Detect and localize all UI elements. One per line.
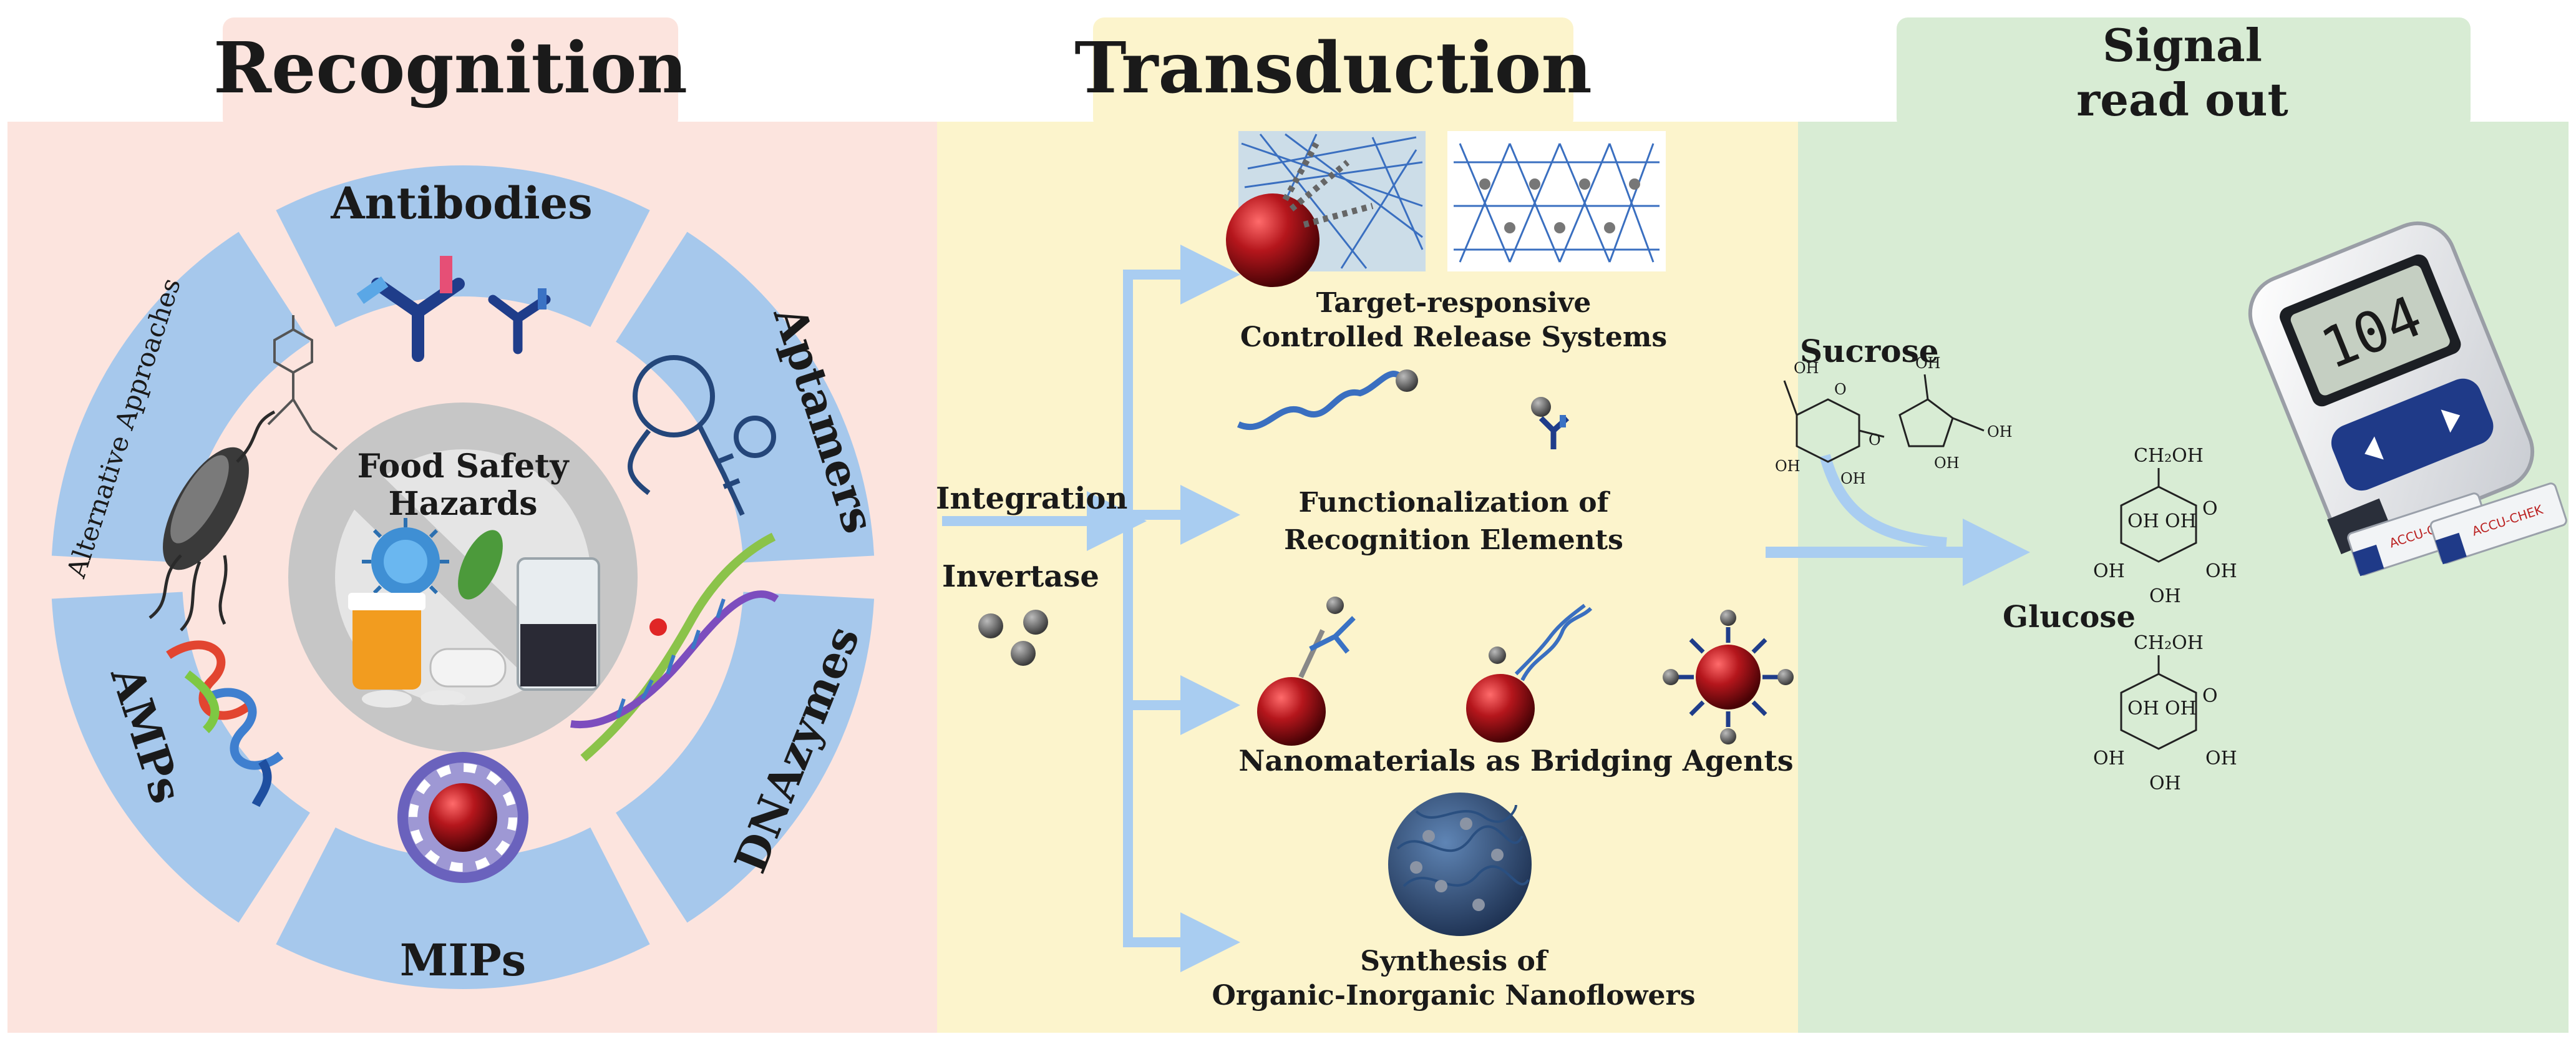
amp-helix-icon xyxy=(166,640,284,807)
svg-text:OH: OH xyxy=(2165,698,2197,720)
transduction-arrows xyxy=(942,245,1240,972)
ring-segment-dnazymes xyxy=(616,592,875,923)
readout-header-tab xyxy=(1897,17,2471,130)
svg-text:O: O xyxy=(2202,685,2218,707)
invertase-label: Invertase xyxy=(942,559,1099,594)
svg-text:OH: OH xyxy=(1915,354,1941,372)
transduction-panel: Transduction xyxy=(937,17,1798,1033)
transduction-header: Transduction xyxy=(1074,27,1592,109)
ring-segment-alternative xyxy=(51,232,310,563)
sucrose-structure xyxy=(1783,374,1985,463)
svg-text:O: O xyxy=(1834,381,1847,398)
pill-bottle-icon xyxy=(348,593,507,708)
recognition-ring xyxy=(51,165,875,990)
glucose-bottom-labels: CH₂OH O OH OH OH OH OH xyxy=(2093,632,2237,794)
test-strip-2: ACCU-CHEK xyxy=(2429,482,2567,565)
hub-title-line1: Food Safety xyxy=(357,447,570,485)
svg-text:OH: OH xyxy=(2205,560,2237,582)
svg-text:OH: OH xyxy=(2127,698,2159,720)
svg-text:OH: OH xyxy=(2127,510,2159,532)
nanoflower-label-line2: Organic-Inorganic Nanoflowers xyxy=(1212,980,1696,1012)
controlled-release-image xyxy=(1226,131,1666,287)
sucrose-to-glucose-arrow xyxy=(1766,454,2030,586)
glucose-structure-bottom xyxy=(2120,655,2197,750)
svg-text:OH: OH xyxy=(2165,510,2197,532)
svg-text:OH: OH xyxy=(1934,454,1960,472)
svg-text:OH: OH xyxy=(1794,359,1819,377)
svg-text:OH: OH xyxy=(1840,470,1866,487)
svg-text:OH: OH xyxy=(1987,423,2013,441)
recognition-header: Recognition xyxy=(213,27,688,109)
svg-text:OH: OH xyxy=(2205,748,2237,769)
dna-helix-icon xyxy=(570,532,779,762)
segment-label-antibodies: Antibodies xyxy=(330,177,592,229)
mip-icon xyxy=(397,752,528,883)
functionalization-label-line1: Functionalization of xyxy=(1298,487,1610,519)
svg-text:O: O xyxy=(2202,498,2218,520)
hub-title-line2: Hazards xyxy=(388,485,537,523)
nanoflower-image xyxy=(1388,793,1532,936)
svg-text:OH: OH xyxy=(2093,748,2125,769)
svg-text:OH: OH xyxy=(2093,560,2125,582)
functionalization-label-line2: Recognition Elements xyxy=(1284,524,1623,556)
svg-text:CH₂OH: CH₂OH xyxy=(2134,632,2204,654)
invertase-particles-icon xyxy=(978,610,1048,666)
nanomaterials-label: Nanomaterials as Bridging Agents xyxy=(1238,744,1793,778)
functionalization-image xyxy=(1237,369,1570,449)
svg-text:CH₂OH: CH₂OH xyxy=(2134,445,2204,467)
alternative-approaches-icon xyxy=(148,315,338,632)
nanomaterials-image xyxy=(1257,597,1794,746)
controlled-release-label-line2: Controlled Release Systems xyxy=(1240,321,1667,353)
glucose-label: Glucose xyxy=(2003,600,2136,635)
integration-label: Integration xyxy=(936,481,1127,516)
ring-segment-amps xyxy=(51,592,310,923)
nanoflower-label-line1: Synthesis of xyxy=(1360,945,1549,977)
svg-text:OH: OH xyxy=(1775,457,1801,475)
recognition-header-tab xyxy=(223,17,678,130)
ring-segment-aptamers xyxy=(616,232,875,563)
beaker-icon xyxy=(517,557,600,691)
readout-header-line1: Signal xyxy=(2102,19,2262,72)
ring-segment-mips xyxy=(276,827,650,990)
aptamer-icon xyxy=(628,355,776,516)
controlled-release-label-line1: Target-responsive xyxy=(1316,287,1592,319)
sucrose-label: Sucrose xyxy=(1800,333,1939,369)
glucose-top-labels: CH₂OH O OH OH OH OH OH xyxy=(2093,445,2237,607)
transduction-header-tab xyxy=(1093,17,1573,130)
glucose-structure-top xyxy=(2120,468,2197,563)
svg-text:OH: OH xyxy=(2149,773,2181,794)
svg-text:OH: OH xyxy=(2149,585,2181,607)
svg-text:O: O xyxy=(1869,431,1881,449)
sucrose-labels: OH O O OH OH OH OH OH xyxy=(1775,354,2013,487)
readout-header-line2: read out xyxy=(2076,73,2288,126)
antibody-icon xyxy=(356,256,551,362)
glucose-meter-icon: 104 xyxy=(2248,221,2535,555)
segment-label-mips: MIPs xyxy=(400,934,526,986)
food-safety-hub: Food Safety Hazards xyxy=(288,402,638,752)
